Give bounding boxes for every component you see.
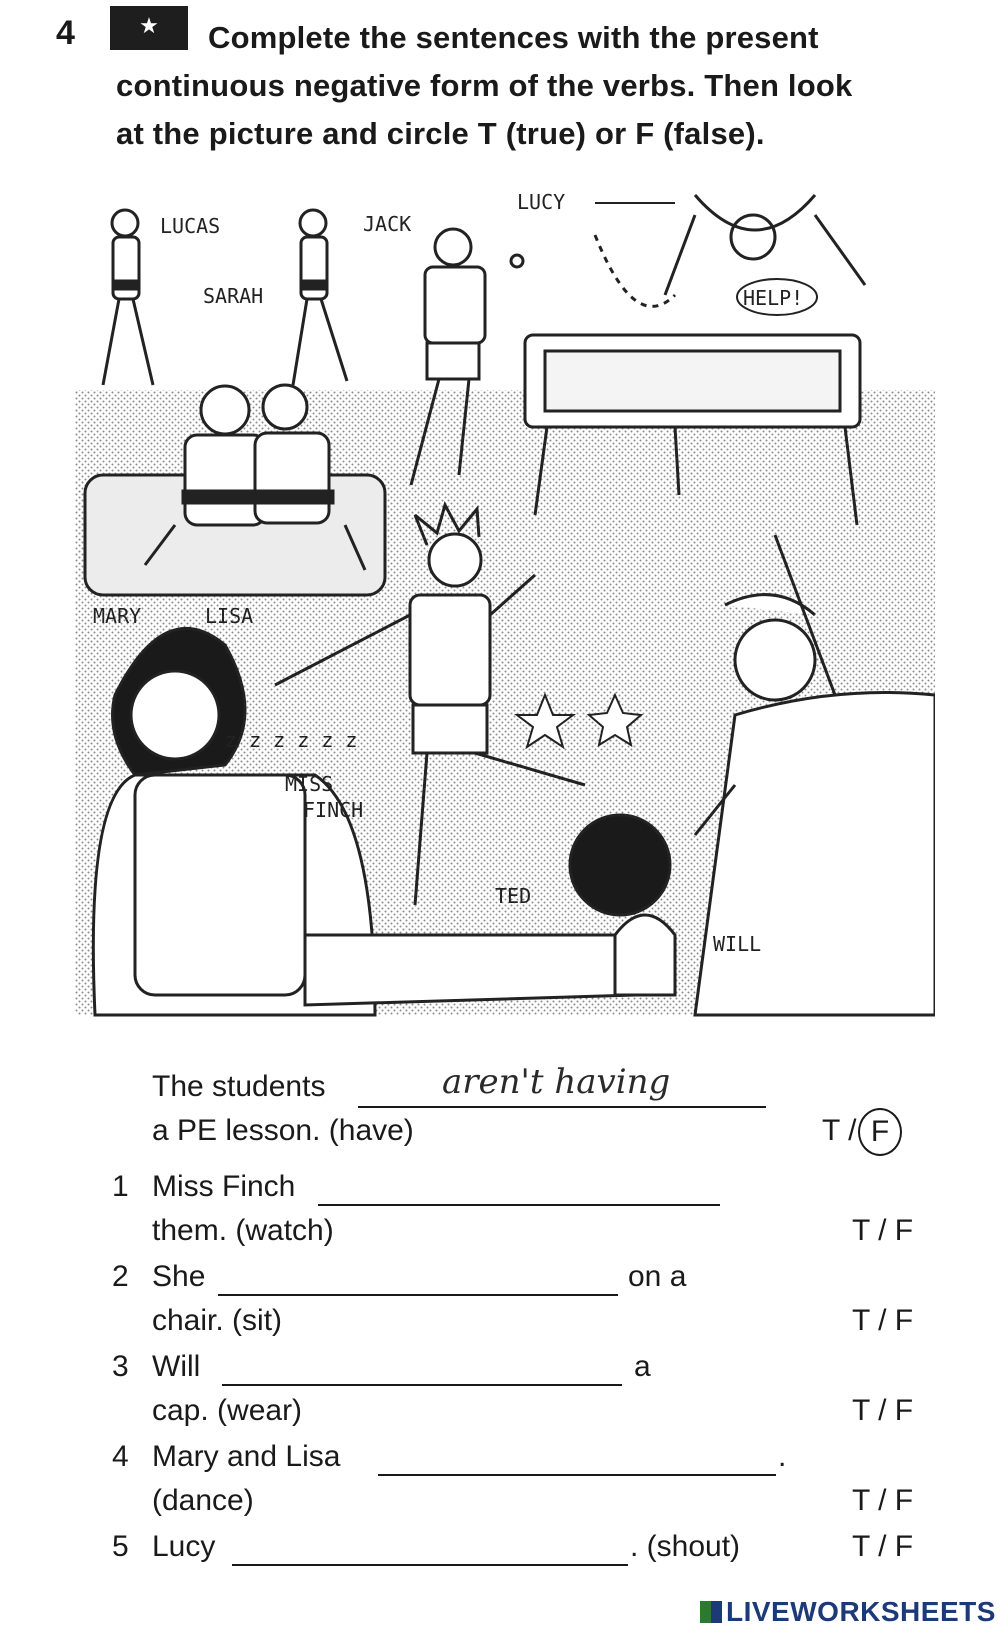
item-4-true-false[interactable]: T / F xyxy=(852,1484,914,1517)
label-mary: MARY xyxy=(93,604,141,628)
example-tf-t: T / xyxy=(822,1114,857,1147)
lucas-figure xyxy=(101,208,155,386)
brand-text: LIVEWORKSHEETS xyxy=(726,1596,996,1627)
trampoline xyxy=(523,333,862,526)
item-3-post: a xyxy=(634,1350,651,1383)
example-prefix: The students xyxy=(152,1070,326,1103)
jack-figure xyxy=(409,227,525,486)
item-5-number: 5 xyxy=(112,1530,129,1563)
item-5-post: . (shout) xyxy=(630,1530,741,1563)
will-figure xyxy=(693,534,935,1017)
bowling-ball xyxy=(568,813,672,917)
label-will: WILL xyxy=(713,932,761,956)
item-3-line-2: cap. (wear) xyxy=(152,1394,303,1427)
instructions: Complete the sentences with the present … xyxy=(116,14,956,158)
item-2-answer-blank[interactable] xyxy=(218,1294,618,1296)
label-lucas: LUCAS xyxy=(160,214,220,238)
example-blank xyxy=(358,1106,766,1108)
item-3-answer-blank[interactable] xyxy=(222,1384,622,1386)
item-1-number: 1 xyxy=(112,1170,129,1203)
instruction-line-2: continuous negative form of the verbs. T… xyxy=(116,68,853,103)
label-help: HELP! xyxy=(743,286,803,310)
label-jack: JACK xyxy=(363,212,411,236)
label-ted: TED xyxy=(495,884,531,908)
item-3-pre: Will xyxy=(152,1350,201,1383)
example-answer: aren't having xyxy=(442,1062,671,1102)
item-4-pre: Mary and Lisa xyxy=(152,1440,341,1473)
item-5-true-false[interactable]: T / F xyxy=(852,1530,914,1563)
item-1-answer-blank[interactable] xyxy=(318,1204,720,1206)
star-icon: ★ xyxy=(110,6,188,50)
label-miss: MISS xyxy=(285,772,333,796)
item-1-true-false[interactable]: T / F xyxy=(852,1214,914,1247)
liveworksheets-icon xyxy=(700,1601,722,1623)
sarah-figure xyxy=(291,208,349,386)
instruction-line-3: at the picture and circle T (true) or F … xyxy=(116,116,765,151)
label-sarah: SARAH xyxy=(203,284,263,308)
lucy-figure xyxy=(593,194,867,308)
item-4-line-2: (dance) xyxy=(152,1484,254,1517)
miss-finch-figure xyxy=(91,626,677,1017)
example-line-2: a PE lesson. (have) xyxy=(152,1114,414,1147)
item-1-pre: Miss Finch xyxy=(152,1170,296,1203)
item-2-pre: She xyxy=(152,1260,206,1293)
label-finch: FINCH xyxy=(303,798,363,822)
mary-and-lisa-figures xyxy=(143,383,367,571)
ted-figure xyxy=(274,501,586,906)
exercise-number: 4 xyxy=(56,14,75,52)
item-5-answer-blank[interactable] xyxy=(232,1564,628,1566)
item-2-line-2: chair. (sit) xyxy=(152,1304,283,1337)
item-2-number: 2 xyxy=(112,1260,129,1293)
item-1-line-2: them. (watch) xyxy=(152,1214,334,1247)
item-4-number: 4 xyxy=(112,1440,129,1473)
item-2-post: on a xyxy=(628,1260,687,1293)
item-5-pre: Lucy xyxy=(152,1530,216,1563)
label-lisa: LISA xyxy=(205,604,253,628)
item-4-answer-blank[interactable] xyxy=(378,1474,776,1476)
example-tf-f-circled: F xyxy=(858,1108,902,1156)
instruction-line-1: Complete the sentences with the present xyxy=(208,20,819,55)
label-lucy: LUCY xyxy=(517,190,565,214)
item-3-true-false[interactable]: T / F xyxy=(852,1394,914,1427)
item-4-post: . xyxy=(778,1440,787,1473)
item-3-number: 3 xyxy=(112,1350,129,1383)
label-zzz: z z z z z z xyxy=(225,728,357,752)
liveworksheets-logo: LIVEWORKSHEETS xyxy=(700,1596,996,1628)
stars-decoration xyxy=(514,692,644,750)
item-2-true-false[interactable]: T / F xyxy=(852,1304,914,1337)
gym-illustration: LUCAS SARAH JACK LUCY HELP! MARY LISA z … xyxy=(75,190,935,1017)
